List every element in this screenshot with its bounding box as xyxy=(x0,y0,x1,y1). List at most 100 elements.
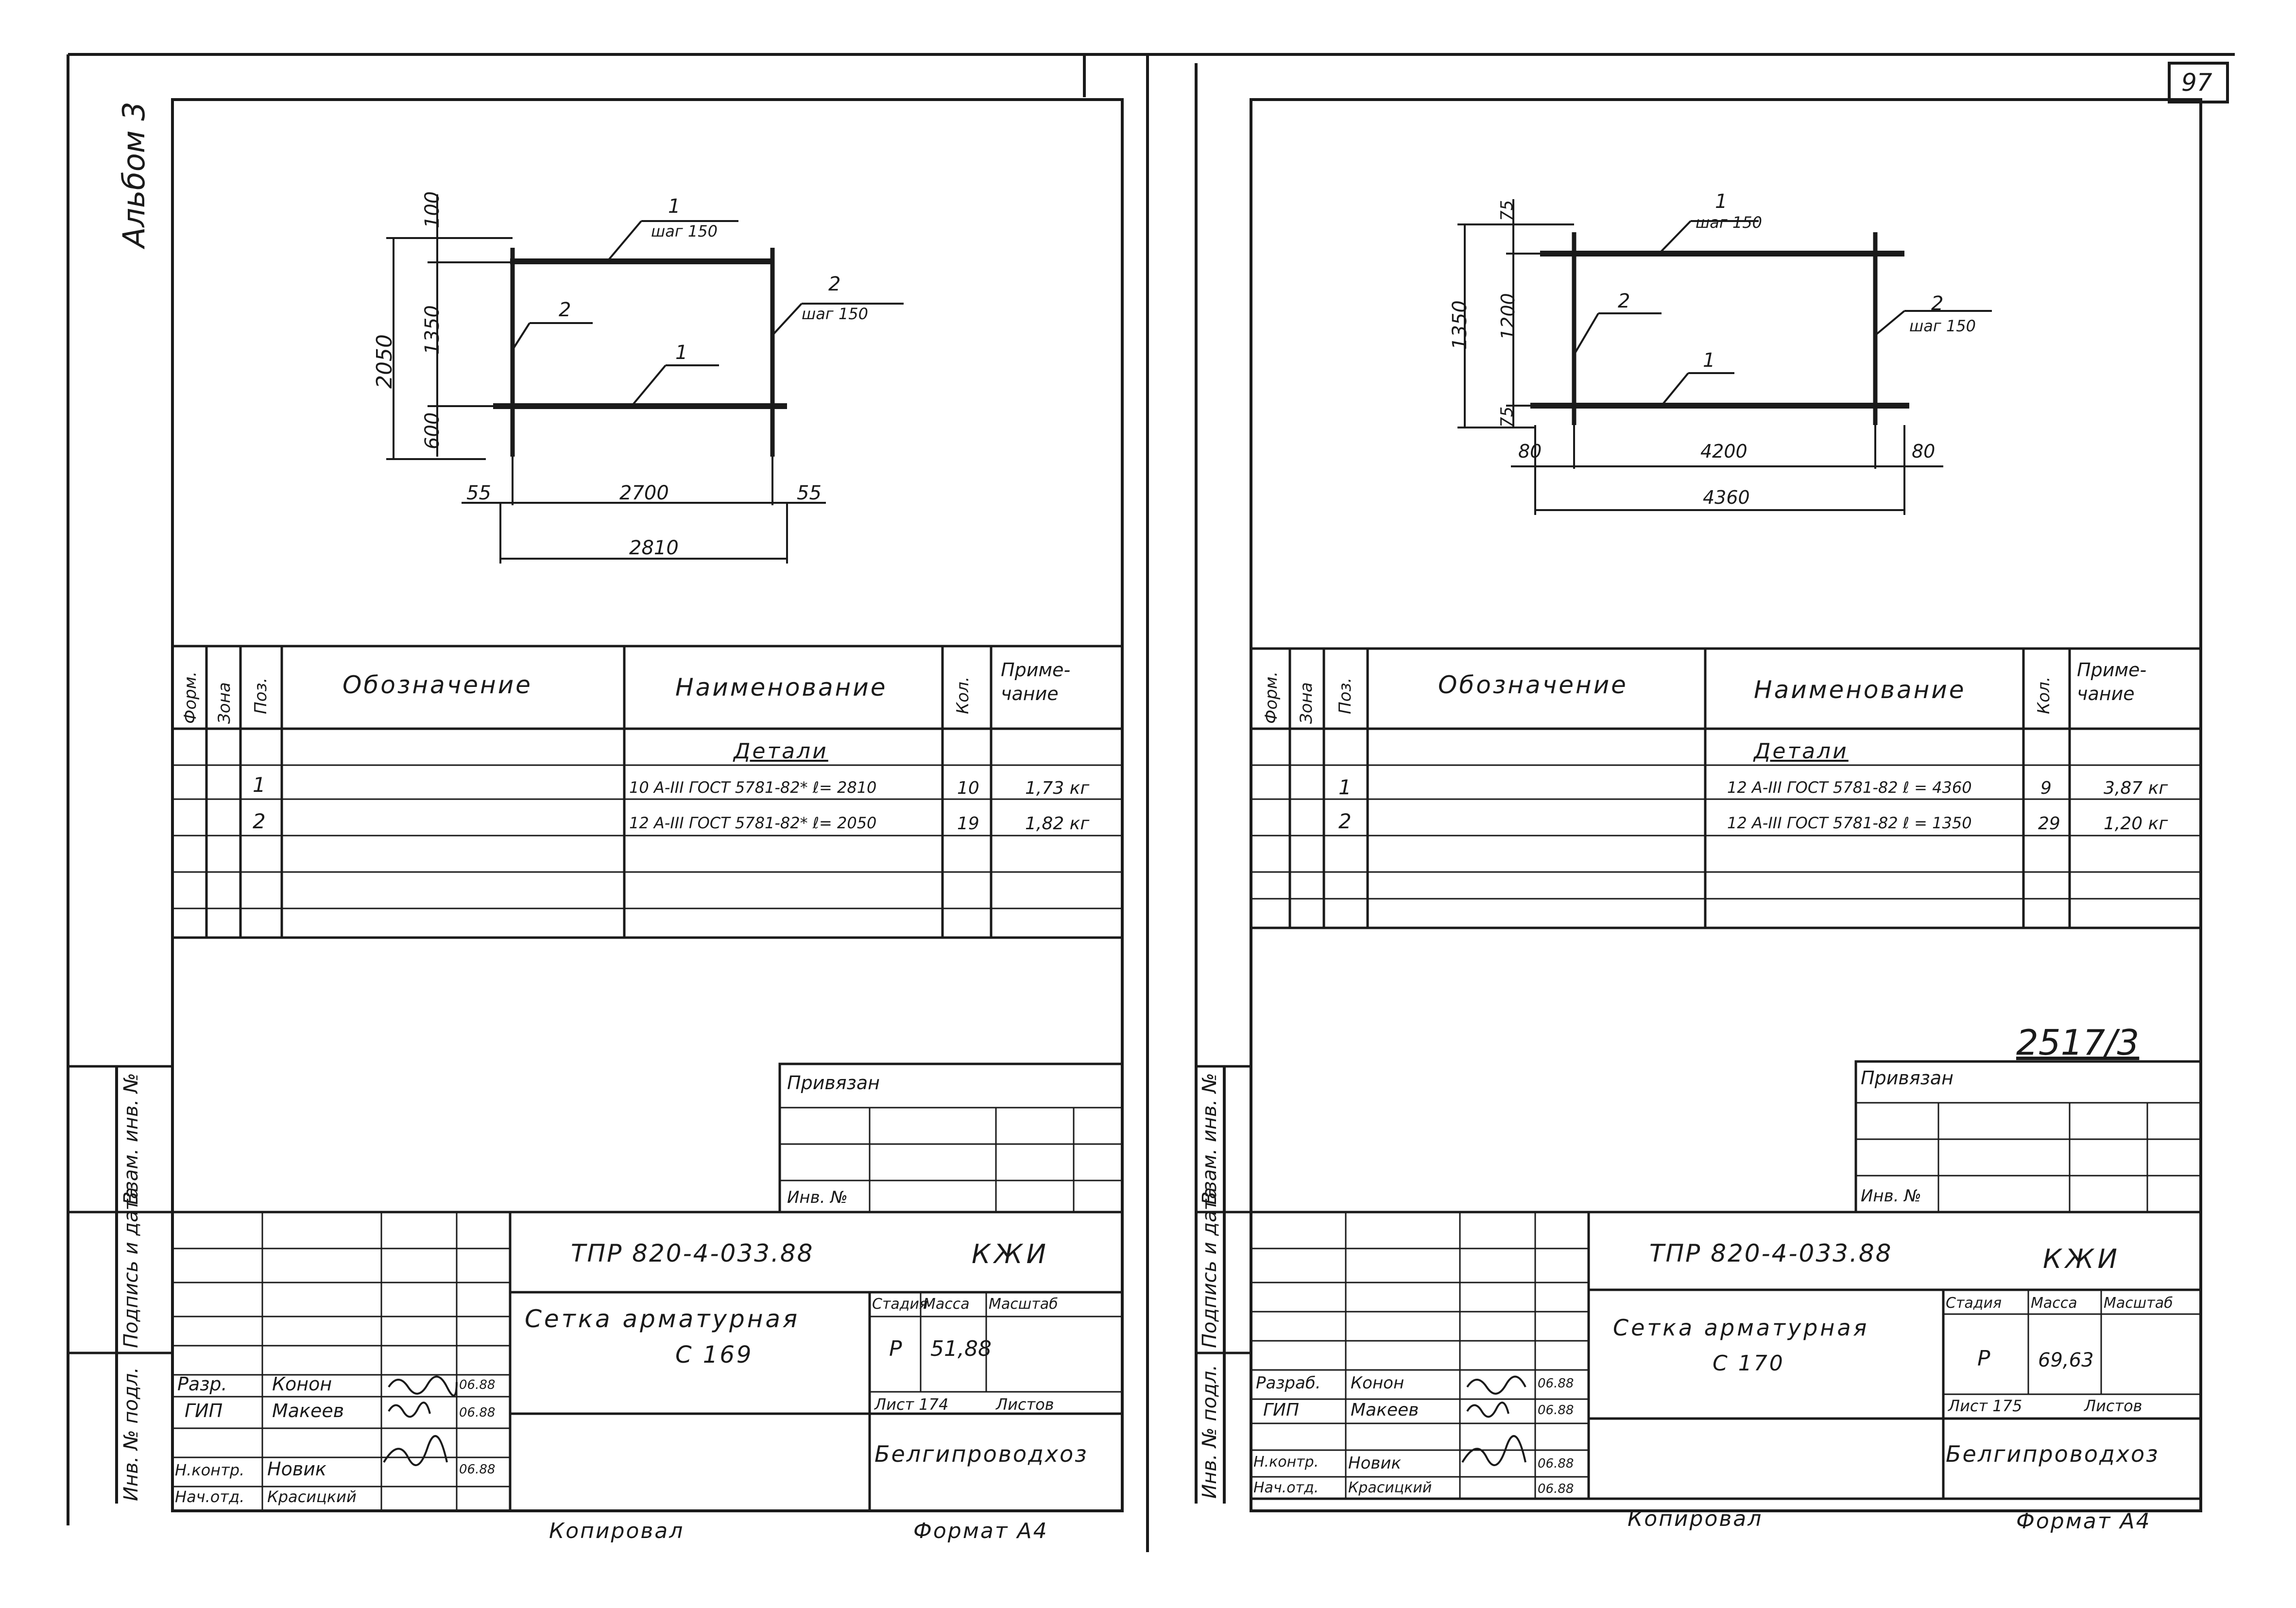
right-row1-name: 12 A-III ГОСТ 5781-82 ℓ = 4360 xyxy=(1727,778,1972,797)
left-th-name: Наименование xyxy=(675,673,888,701)
left-row2-note: 1,82 кг xyxy=(1025,814,1090,834)
left-role3: Н.контр. xyxy=(175,1461,245,1479)
left-role4: Нач.отд. xyxy=(175,1488,245,1506)
right-list: Лист 175 xyxy=(1948,1397,2022,1415)
right-date2: 06.88 xyxy=(1538,1403,1574,1418)
left-copied: Копировал xyxy=(549,1519,685,1543)
right-subtitle: С 170 xyxy=(1713,1351,1785,1376)
right-date4: 06.88 xyxy=(1538,1482,1574,1496)
dim-left-total-w: 2810 xyxy=(629,537,679,559)
left-privyazan: Привязан xyxy=(787,1072,880,1094)
right-spec-table-grid xyxy=(1251,647,2201,929)
left-date2: 06.88 xyxy=(459,1405,496,1420)
left-row1-note: 1,73 кг xyxy=(1025,778,1090,798)
left-subtitle: С 169 xyxy=(675,1341,754,1369)
right-row2-name: 12 A-III ГОСТ 5781-82 ℓ = 1350 xyxy=(1727,814,1972,832)
right-role3: Н.контр. xyxy=(1253,1454,1319,1471)
left-list: Лист 174 xyxy=(874,1395,949,1414)
signature-icon xyxy=(383,1375,1526,1466)
right-inv-no: Инв. № xyxy=(1861,1186,1921,1206)
left-inv-no: Инв. № xyxy=(787,1188,848,1207)
callout-left-pos1-top: 1 xyxy=(668,195,681,218)
left-row2-qty: 19 xyxy=(957,814,979,834)
right-privyazan: Привязан xyxy=(1861,1067,1953,1089)
left-massa-h: Масса xyxy=(923,1296,970,1313)
left-date3: 06.88 xyxy=(459,1462,496,1477)
right-date3: 06.88 xyxy=(1538,1456,1574,1471)
left-name3: Новик xyxy=(267,1458,326,1480)
right-name3: Новик xyxy=(1348,1454,1402,1473)
right-row2-qty: 29 xyxy=(2038,814,2060,834)
right-row1-qty: 9 xyxy=(2040,778,2052,798)
callout-left-step-top: шаг 150 xyxy=(651,222,718,240)
right-section: Детали xyxy=(1754,739,1849,764)
callout-right-step-top: шаг 150 xyxy=(1696,213,1762,232)
left-section: Детали xyxy=(734,739,828,764)
right-masshtab-h: Масштаб xyxy=(2104,1295,2173,1312)
left-format: Формат А4 xyxy=(913,1519,1048,1543)
callout-right-pos2-left: 2 xyxy=(1618,290,1630,312)
right-stadia-h: Стадия xyxy=(1946,1295,2002,1312)
right-title: Сетка арматурная xyxy=(1613,1315,1869,1341)
left-spec-table-grid xyxy=(172,645,1122,939)
callout-left-pos2-right: 2 xyxy=(828,273,841,295)
right-code: ТПР 820-4-033.88 xyxy=(1649,1239,1893,1267)
right-row2-note: 1,20 кг xyxy=(2104,814,2168,834)
page-code: 2517/3 xyxy=(2016,1022,2140,1063)
right-listov: Листов xyxy=(2084,1397,2142,1415)
right-date1: 06.88 xyxy=(1538,1376,1574,1391)
callout-right-pos1-mid: 1 xyxy=(1703,349,1715,372)
left-role1: Разр. xyxy=(177,1373,227,1395)
left-masshtab-h: Масштаб xyxy=(989,1296,1058,1313)
left-role2: ГИП xyxy=(185,1400,223,1421)
right-mesh-drawing xyxy=(1457,199,1992,515)
left-stadia-h: Стадия xyxy=(872,1296,928,1313)
right-th-designation: Обозначение xyxy=(1438,671,1628,699)
left-row2-pos: 2 xyxy=(253,809,266,833)
callout-right-pos1-top: 1 xyxy=(1715,190,1728,213)
right-name4: Красицкий xyxy=(1348,1479,1432,1496)
left-name2: Макеев xyxy=(272,1400,344,1421)
dim-right-total-w: 4360 xyxy=(1703,487,1750,508)
dim-left-right: 55 xyxy=(797,482,822,504)
right-th-name: Наименование xyxy=(1754,676,1966,704)
right-role2: ГИП xyxy=(1263,1400,1300,1420)
left-stamp-grid xyxy=(68,1062,1124,1512)
left-name4: Красицкий xyxy=(267,1488,357,1506)
callout-right-step-right: шаг 150 xyxy=(1909,317,1976,335)
right-row1-note: 3,87 кг xyxy=(2104,778,2168,798)
right-th-note: Приме- чание xyxy=(2077,659,2147,705)
dim-right-right: 80 xyxy=(1912,441,1936,462)
callout-left-step-right: шаг 150 xyxy=(802,305,868,323)
callout-right-pos2-right: 2 xyxy=(1931,292,1944,315)
dim-left-left: 55 xyxy=(466,482,491,504)
dim-left-width: 2700 xyxy=(619,482,669,504)
left-row1-name: 10 A-III ГОСТ 5781-82* ℓ= 2810 xyxy=(629,778,877,797)
right-copied: Копировал xyxy=(1628,1506,1763,1531)
right-role1: Разраб. xyxy=(1256,1373,1321,1393)
left-stadia: Р xyxy=(889,1336,902,1361)
right-org: Белгипроводхоз xyxy=(1946,1441,2159,1467)
left-mark: КЖИ xyxy=(972,1239,1050,1269)
right-massa: 69,63 xyxy=(2038,1349,2094,1371)
dim-right-width: 4200 xyxy=(1700,441,1748,462)
left-date1: 06.88 xyxy=(459,1378,496,1392)
right-row2-pos: 2 xyxy=(1338,809,1352,833)
left-massa: 51,88 xyxy=(930,1336,992,1361)
right-massa-h: Масса xyxy=(2031,1295,2077,1312)
dim-right-left: 80 xyxy=(1518,441,1542,462)
left-mesh-drawing xyxy=(386,194,904,564)
left-row1-qty: 10 xyxy=(957,778,979,798)
left-org: Белгипроводхоз xyxy=(874,1441,1088,1467)
right-stadia: Р xyxy=(1977,1346,1990,1371)
left-row1-pos: 1 xyxy=(253,773,266,797)
left-code: ТПР 820-4-033.88 xyxy=(571,1239,814,1267)
left-row2-name: 12 A-III ГОСТ 5781-82* ℓ= 2050 xyxy=(629,814,877,832)
callout-left-pos2-left: 2 xyxy=(559,299,571,321)
right-format: Формат А4 xyxy=(2016,1509,2151,1534)
left-title: Сетка арматурная xyxy=(525,1305,800,1333)
left-name1: Конон xyxy=(272,1373,332,1395)
right-row1-pos: 1 xyxy=(1338,775,1352,799)
